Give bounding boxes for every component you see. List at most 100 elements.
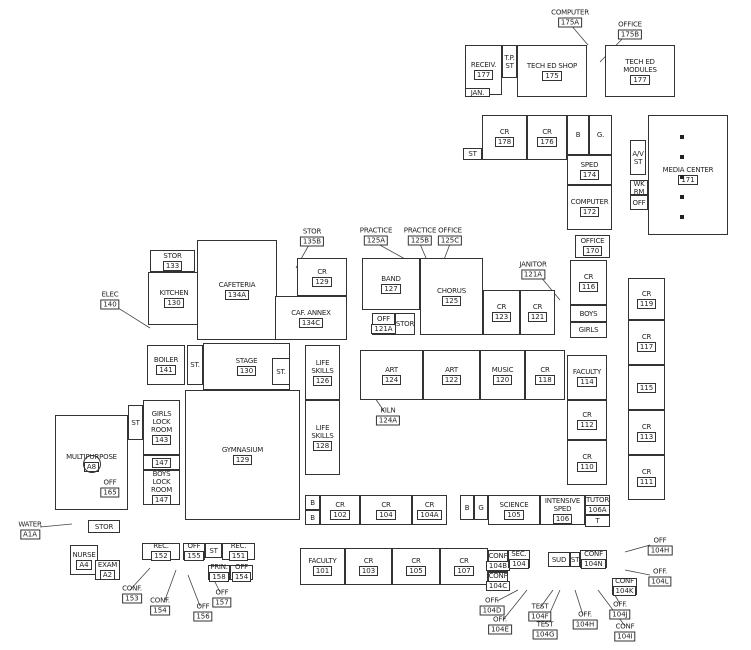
room-jan: JAN. <box>465 88 490 97</box>
callout-number: 104L <box>648 576 672 587</box>
callout-number: 154 <box>150 605 170 616</box>
room-number: 104 <box>376 509 396 520</box>
room-t: T <box>585 515 610 527</box>
room-number: 130 <box>236 366 257 376</box>
room-number: A2 <box>99 569 116 580</box>
room-number: 122 <box>441 374 462 385</box>
callout-number: 104I <box>614 631 636 642</box>
callout-name: OFF. <box>613 600 627 609</box>
room-number: 114 <box>577 377 597 387</box>
room-name: STOR <box>395 320 415 328</box>
room-name: REC. <box>230 542 247 550</box>
room-name: BOYS LOCK ROOM <box>150 470 173 494</box>
room-name: CONF <box>615 577 634 585</box>
room-prin-158: PRIN.158 <box>208 563 230 582</box>
room-number: 106 <box>552 513 573 524</box>
room-room-147: 147 <box>143 455 180 470</box>
room-st: ST <box>128 405 143 440</box>
room-g: G <box>474 495 488 520</box>
room-name: CR <box>582 410 592 419</box>
room-off: OFF <box>630 195 648 210</box>
room-name: SEC. <box>511 549 527 558</box>
callout-name: KILN <box>380 406 396 415</box>
room-name: SPED <box>580 160 599 169</box>
room-number: 147 <box>151 458 172 468</box>
room-name: CR <box>542 128 552 136</box>
room-g: G. <box>589 115 612 155</box>
column-marker <box>680 175 684 179</box>
room-b: B <box>305 495 320 510</box>
callout-name: TEST <box>536 620 554 629</box>
room-number: 127 <box>381 283 401 294</box>
callout-name: WATER <box>18 520 42 529</box>
room-number: 175 <box>542 70 562 81</box>
room-number: 128 <box>312 441 333 451</box>
callout-name: CONF. <box>150 596 170 605</box>
room-name: CR <box>499 128 510 136</box>
room-name: WK RM <box>633 179 645 196</box>
room-name: CR <box>411 557 421 565</box>
room-name: CAF. ANNEX <box>291 308 331 317</box>
room-number: 130 <box>164 298 184 308</box>
room-b: B <box>305 510 320 525</box>
room-number: 121 <box>527 312 548 322</box>
callout-number: A1A <box>19 529 41 540</box>
room-name: CAFETERIA <box>218 280 256 289</box>
room-number: 126 <box>312 376 333 386</box>
room-number: 172 <box>579 207 600 217</box>
room-room-115: 115 <box>628 365 665 410</box>
room-number: 107 <box>454 566 474 576</box>
room-name: CONF <box>584 549 603 558</box>
callout-number: 156 <box>193 611 213 622</box>
room-number: 151 <box>228 551 249 561</box>
room-number: 111 <box>636 477 657 487</box>
room-number: 158 <box>209 572 229 582</box>
room-name: STAGE <box>235 357 258 365</box>
room-name: RECEIV. <box>470 60 497 69</box>
room-number: 110 <box>577 462 597 472</box>
room-number: 147 <box>151 495 172 505</box>
room-name: GYMNASIUM <box>221 445 264 454</box>
room-number: 112 <box>577 419 597 430</box>
room-number: 104N <box>581 558 606 569</box>
callout-number: 124A <box>375 415 401 426</box>
room-name: FACULTY <box>572 368 602 376</box>
callout-name: OFF <box>196 602 210 611</box>
room-receiv-177: RECEIV.177 <box>465 45 502 95</box>
room-name: CR <box>335 500 345 509</box>
callout-name: OFF <box>215 588 229 597</box>
room-number: 104B <box>485 560 511 571</box>
room-number: 141 <box>156 364 176 375</box>
